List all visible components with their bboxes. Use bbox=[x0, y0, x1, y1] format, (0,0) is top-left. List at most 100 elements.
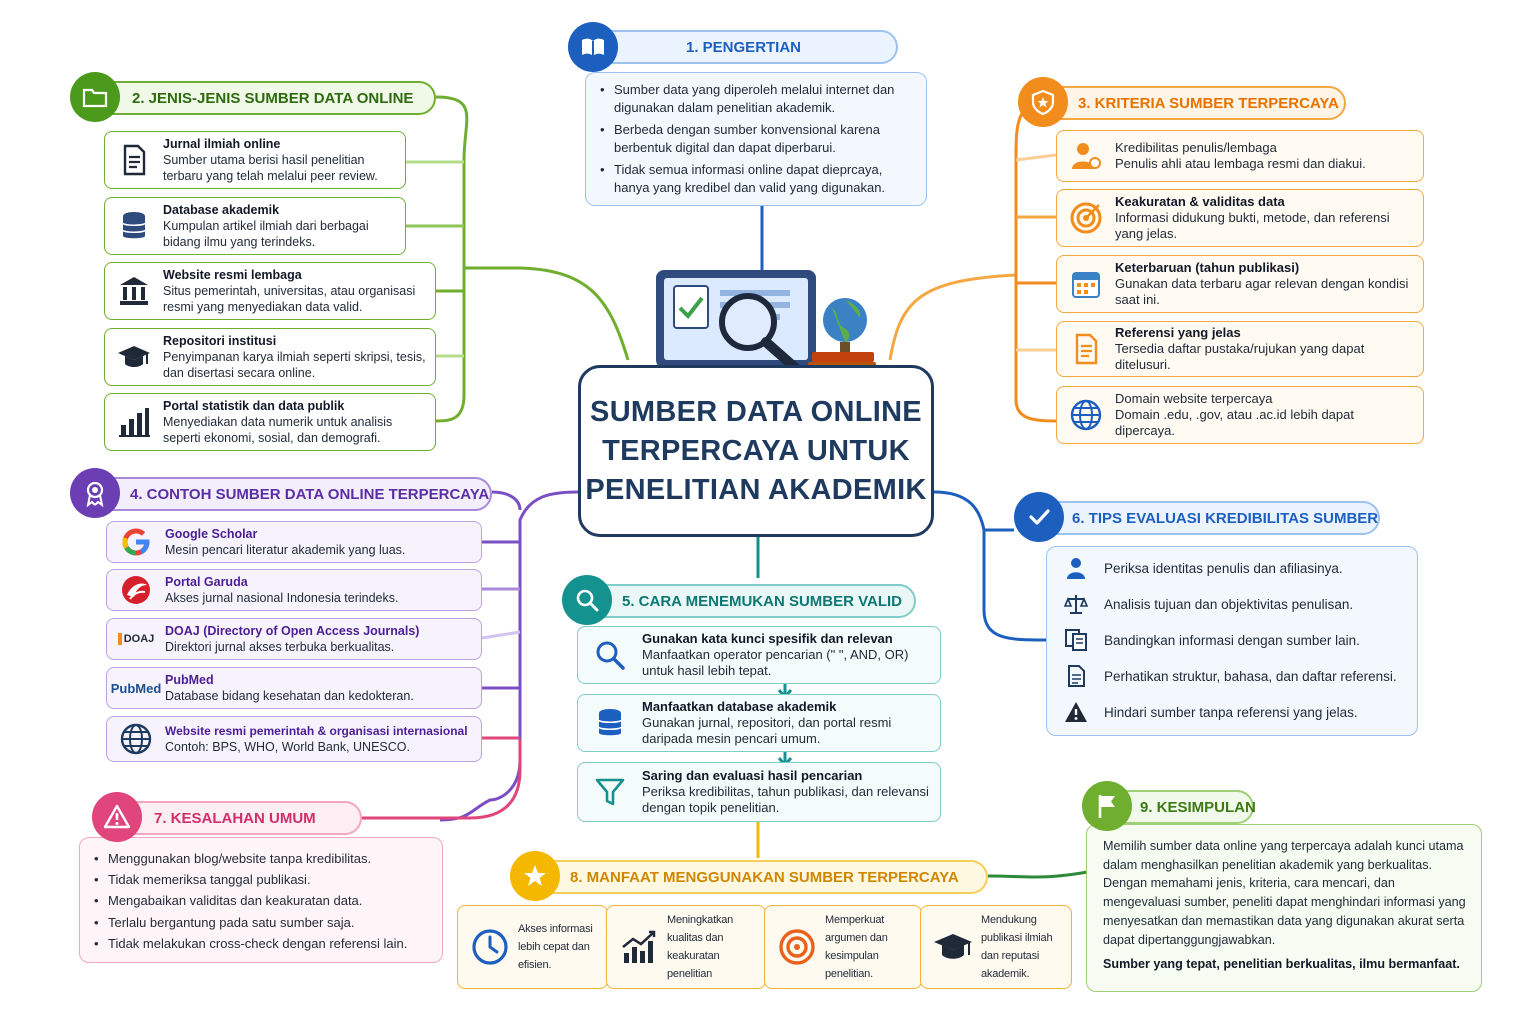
check-circle-icon bbox=[1014, 492, 1064, 542]
tip-text: Periksa identitas penulis dan afiliasiny… bbox=[1104, 560, 1343, 576]
conclusion-text: Memilih sumber data online yang terperca… bbox=[1103, 839, 1466, 947]
card-title: Keterbaruan (tahun publikasi) bbox=[1115, 260, 1300, 275]
section-7-title: 7. KESALAHAN UMUM bbox=[154, 809, 316, 827]
tip-text: Hindari sumber tanpa referensi yang jela… bbox=[1104, 704, 1358, 720]
card-desc: Informasi didukung bukti, metode, dan re… bbox=[1115, 210, 1390, 241]
card-title: Saring dan evaluasi hasil pencarian bbox=[642, 768, 863, 783]
target-icon bbox=[779, 929, 815, 965]
section-2-title: 2. JENIS-JENIS SUMBER DATA ONLINE bbox=[132, 89, 414, 107]
section-1-box: Sumber data yang diperoleh melalui inter… bbox=[585, 72, 927, 206]
section-3-header: 3. KRITERIA SUMBER TERPERCAYA bbox=[1040, 86, 1346, 120]
benefit-card: Meningkatkan kualitas dan keakuratan pen… bbox=[606, 905, 766, 989]
card-desc: Direktori jurnal akses terbuka berkualit… bbox=[165, 640, 395, 654]
mistake-bullet: Tidak memeriksa tanggal publikasi. bbox=[94, 869, 432, 890]
globe-icon bbox=[1057, 398, 1115, 432]
benefit-text: Meningkatkan kualitas dan keakuratan pen… bbox=[667, 914, 734, 980]
mistake-bullet: Mengabaikan validitas dan keakuratan dat… bbox=[94, 890, 432, 911]
tip-text: Analisis tujuan dan objektivitas penulis… bbox=[1104, 596, 1354, 612]
card-desc: Contoh: BPS, WHO, World Bank, UNESCO. bbox=[165, 740, 410, 754]
section-6-header: 6. TIPS EVALUASI KREDIBILITAS SUMBER bbox=[1036, 501, 1380, 535]
card-title: Referensi yang jelas bbox=[1115, 325, 1241, 340]
alert-icon bbox=[92, 792, 142, 842]
garuda-logo-icon bbox=[107, 573, 165, 607]
card-title: Portal Garuda bbox=[165, 575, 248, 589]
tip-row: Bandingkan informasi dengan sumber lain. bbox=[1064, 628, 1360, 652]
benefit-card: Memperkuat argumen dan kesimpulan peneli… bbox=[764, 905, 922, 989]
tip-row: Hindari sumber tanpa referensi yang jela… bbox=[1064, 700, 1358, 724]
benefit-card: Mendukung publikasi ilmiah dan reputasi … bbox=[920, 905, 1072, 989]
card-title: PubMed bbox=[165, 673, 214, 687]
benefit-card: Akses informasi lebih cepat dan efisien. bbox=[457, 905, 608, 989]
card-desc: Manfaatkan operator pencarian (" ", AND,… bbox=[642, 647, 909, 678]
conclusion-closing: Sumber yang tepat, penelitian berkualita… bbox=[1103, 957, 1460, 972]
benefit-text: Akses informasi lebih cepat dan efisien. bbox=[518, 923, 593, 971]
card-title: Domain website terpercaya bbox=[1115, 391, 1273, 406]
folder-icon bbox=[70, 72, 120, 122]
section-5-title: 5. CARA MENEMUKAN SUMBER VALID bbox=[622, 592, 903, 610]
tip-row: Perhatikan struktur, bahasa, dan daftar … bbox=[1064, 664, 1397, 688]
center-illustration bbox=[640, 268, 880, 378]
section-3-title: 3. KRITERIA SUMBER TERPERCAYA bbox=[1078, 94, 1339, 112]
doaj-logo-text: DOAJ bbox=[117, 633, 154, 645]
magnifier-icon bbox=[578, 638, 642, 672]
example-source-card: DOAJ DOAJ (Directory of Open Access Jour… bbox=[106, 618, 482, 660]
author-icon bbox=[1057, 139, 1115, 173]
section-5-header: 5. CARA MENEMUKAN SUMBER VALID bbox=[584, 584, 916, 618]
section-7-box: Menggunakan blog/website tanpa kredibili… bbox=[79, 837, 443, 963]
doaj-logo-icon: DOAJ bbox=[107, 633, 165, 645]
filter-icon bbox=[578, 775, 642, 809]
section-6-title: 6. TIPS EVALUASI KREDIBILITAS SUMBER bbox=[1072, 509, 1379, 527]
card-desc: Penulis ahli atau lembaga resmi dan diak… bbox=[1115, 156, 1366, 171]
card-desc: Akses jurnal nasional Indonesia terindek… bbox=[165, 591, 399, 605]
card-title: Repositori institusi bbox=[163, 334, 277, 348]
benefit-text: Mendukung publikasi ilmiah dan reputasi … bbox=[981, 914, 1053, 980]
tip-row: Analisis tujuan dan objektivitas penulis… bbox=[1064, 592, 1353, 616]
document-icon bbox=[105, 143, 163, 177]
google-logo-icon bbox=[107, 525, 165, 559]
definition-bullet: Sumber data yang diperoleh melalui inter… bbox=[600, 81, 914, 116]
central-title: SUMBER DATA ONLINE TERPERCAYA UNTUK PENE… bbox=[585, 395, 927, 506]
card-title: Portal statistik dan data publik bbox=[163, 399, 345, 413]
tip-text: Perhatikan struktur, bahasa, dan daftar … bbox=[1104, 668, 1397, 684]
section-8-header: 8. MANFAAT MENGGUNAKAN SUMBER TERPERCAYA bbox=[532, 860, 988, 894]
section-2-header: 2. JENIS-JENIS SUMBER DATA ONLINE bbox=[92, 81, 436, 115]
card-desc: Kumpulan artikel ilmiah dari berbagai bi… bbox=[163, 219, 369, 249]
calendar-icon bbox=[1057, 267, 1115, 301]
section-9-title: 9. KESIMPULAN bbox=[1140, 798, 1256, 816]
definition-bullet: Tidak semua informasi online dapat diepr… bbox=[600, 161, 914, 196]
flag-icon bbox=[1082, 781, 1132, 831]
database-icon bbox=[578, 706, 642, 740]
section-4-title: 4. CONTOH SUMBER DATA ONLINE TERPERCAYA bbox=[130, 485, 490, 503]
warning-icon bbox=[1065, 702, 1087, 722]
example-source-card: Website resmi pemerintah & organisasi in… bbox=[106, 716, 482, 762]
card-title: Manfaatkan database akademik bbox=[642, 699, 837, 714]
award-ribbon-icon bbox=[70, 468, 120, 518]
star-icon bbox=[510, 851, 560, 901]
pubmed-logo-text: PubMed bbox=[110, 680, 162, 696]
search-icon bbox=[562, 575, 612, 625]
section-8-title: 8. MANFAAT MENGGUNAKAN SUMBER TERPERCAYA bbox=[570, 868, 959, 886]
card-desc: Tersedia daftar pustaka/rujukan yang dap… bbox=[1115, 341, 1365, 372]
card-desc: Periksa kredibilitas, tahun publikasi, d… bbox=[642, 784, 929, 815]
graduation-cap-icon bbox=[105, 340, 163, 374]
document-icon bbox=[1068, 665, 1085, 687]
card-title: Website resmi lembaga bbox=[163, 268, 302, 282]
central-topic: SUMBER DATA ONLINE TERPERCAYA UNTUK PENE… bbox=[578, 365, 934, 537]
card-title: Database akademik bbox=[163, 203, 280, 217]
mistake-bullet: Tidak melakukan cross-check dengan refer… bbox=[94, 933, 432, 954]
growth-chart-icon bbox=[622, 930, 656, 963]
card-desc: Gunakan jurnal, repositori, dan portal r… bbox=[642, 715, 892, 746]
